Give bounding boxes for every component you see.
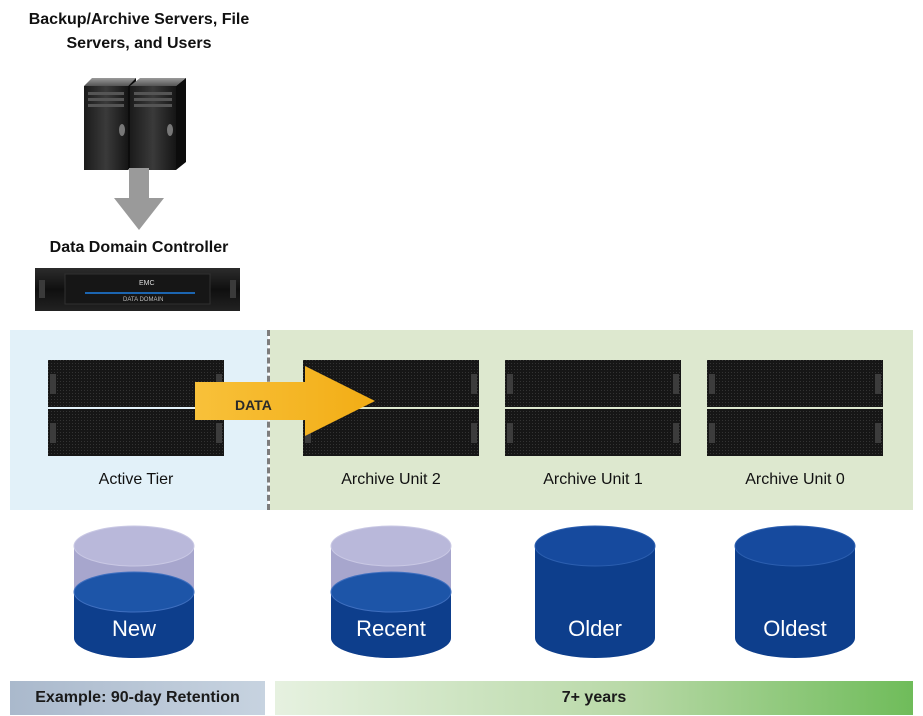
disk-cylinder-oldest bbox=[734, 525, 856, 658]
disk-cylinder-recent bbox=[330, 525, 452, 658]
cylinder-top bbox=[734, 525, 856, 567]
arrow-down-icon bbox=[114, 168, 164, 230]
cylinder-body bbox=[535, 546, 655, 658]
disk-label-new: New bbox=[111, 616, 156, 641]
storage-unit-archive-0 bbox=[707, 360, 883, 456]
retention-bar: Example: 90-day Retention bbox=[10, 681, 265, 715]
years-bar: 7+ years bbox=[275, 681, 913, 715]
server-tower-icon bbox=[130, 78, 186, 170]
disk-cylinder-older bbox=[534, 525, 656, 658]
svg-text:EMC: EMC bbox=[139, 280, 155, 287]
controller-label: Data Domain Controller bbox=[49, 239, 229, 256]
data-domain-controller: EMC DATA DOMAIN bbox=[35, 268, 240, 311]
data-flow-arrow-icon bbox=[195, 366, 375, 436]
cylinder-fill-level bbox=[73, 571, 195, 613]
tier-label-archive-2: Archive Unit 2 bbox=[341, 471, 441, 488]
svg-text:DATA DOMAIN: DATA DOMAIN bbox=[123, 297, 163, 303]
data-arrow-label: DATA bbox=[235, 397, 272, 413]
servers-label: Backup/Archive Servers, File Servers, an… bbox=[28, 11, 250, 52]
storage-unit-archive-1 bbox=[505, 360, 681, 456]
tier-label-archive-0: Archive Unit 0 bbox=[745, 471, 845, 488]
disk-label-oldest: Oldest bbox=[763, 616, 827, 641]
storage-unit-active bbox=[48, 360, 224, 456]
disk-cylinder-new bbox=[73, 525, 195, 658]
cylinder-top bbox=[534, 525, 656, 567]
disk-label-recent: Recent bbox=[356, 616, 426, 641]
tier-label-active: Active Tier bbox=[98, 471, 174, 488]
cylinder-body bbox=[735, 546, 855, 658]
tier-label-archive-1: Archive Unit 1 bbox=[543, 471, 643, 488]
cylinder-fill-level bbox=[330, 571, 452, 613]
cylinder-top bbox=[330, 525, 452, 567]
disk-label-older: Older bbox=[568, 616, 622, 641]
cylinder-top bbox=[73, 525, 195, 567]
